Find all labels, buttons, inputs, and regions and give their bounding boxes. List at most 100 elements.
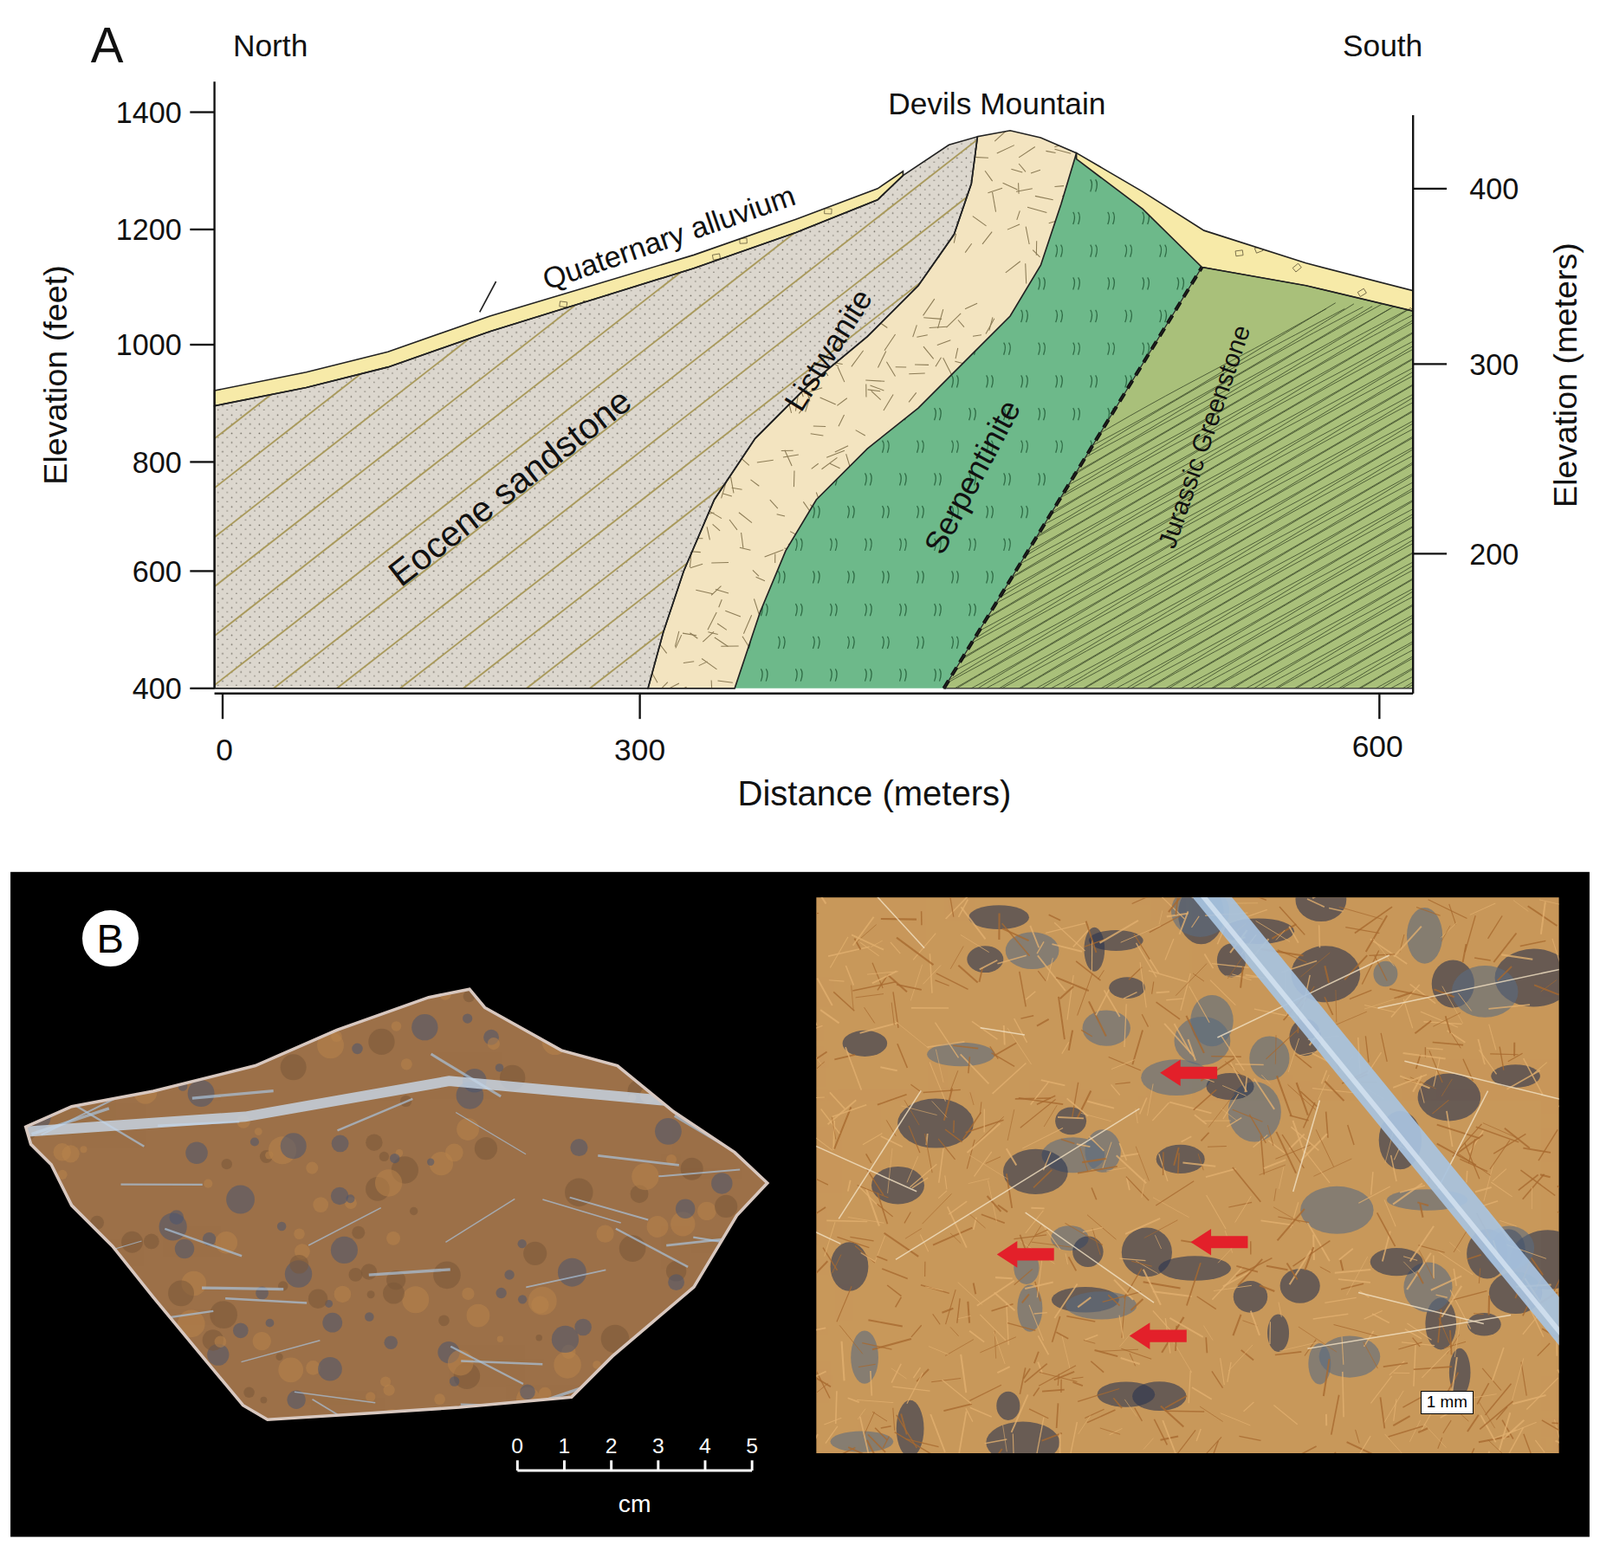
fiber [872, 1339, 912, 1350]
fiber [1111, 1060, 1135, 1070]
fabric-stroke [663, 496, 669, 510]
foliation-line [896, 303, 1600, 713]
fiber [984, 1108, 985, 1133]
texture-spot [729, 1262, 747, 1280]
fabric-stroke [710, 444, 720, 454]
serpentine-symbol [725, 147, 733, 160]
fabric-stroke [679, 515, 681, 529]
fiber [1288, 1038, 1299, 1073]
serpentine-symbol [1021, 505, 1029, 519]
fabric-stroke [1024, 263, 1027, 284]
fabric-stroke [939, 165, 958, 168]
fabric-stroke [681, 144, 692, 147]
clast [816, 244, 824, 251]
fiber [1152, 982, 1154, 995]
fiber [1440, 922, 1457, 938]
fabric-stroke [781, 450, 794, 452]
foliation-line [1255, 304, 1600, 713]
clast [480, 228, 489, 235]
texture-spot [61, 1145, 79, 1163]
fiber [931, 1379, 961, 1383]
fabric-stroke [712, 280, 715, 297]
foliation-line [970, 309, 1600, 717]
clast [1046, 149, 1056, 159]
texture-spot [684, 1334, 696, 1346]
serpentine-symbol [917, 245, 925, 258]
texture-spot [351, 1226, 365, 1240]
fabric-stroke [661, 181, 681, 187]
texture-spot [221, 1159, 233, 1170]
serpentine-symbol [1125, 310, 1133, 323]
fabric-stroke [855, 264, 871, 266]
clast [1357, 288, 1367, 297]
fabric-stroke [958, 320, 965, 328]
texture-spot [365, 1134, 383, 1152]
foliation-line [1135, 305, 1600, 713]
clast [1224, 194, 1234, 203]
fabric-stroke [699, 195, 705, 205]
cross-section [0, 119, 1600, 718]
fabric-stroke [810, 434, 824, 436]
fiber [808, 1004, 817, 1026]
serpentine-symbol [847, 570, 855, 583]
fabric-stroke [859, 276, 876, 284]
texture-spot [27, 1231, 56, 1260]
clast [1032, 227, 1042, 235]
fiber [995, 1277, 1013, 1279]
fabric-stroke [752, 570, 759, 577]
serpentine-symbol [1073, 212, 1081, 225]
rock-edge [25, 989, 768, 1420]
fiber [1225, 976, 1264, 979]
serpentine-symbol [986, 179, 994, 192]
clast [473, 209, 483, 218]
foliation-line [814, 303, 1529, 712]
serpentine-symbol [1107, 277, 1115, 290]
texture-spot [214, 1401, 240, 1426]
fabric-stroke [655, 293, 674, 301]
foliation-line [850, 304, 1565, 715]
serpentine-symbol [812, 440, 820, 454]
fiber [1102, 1142, 1112, 1169]
fiber [1518, 1174, 1539, 1191]
fiber [1029, 926, 1039, 948]
fiber [1022, 1294, 1030, 1303]
fiber [1081, 1159, 1107, 1163]
foliation-line [924, 306, 1600, 714]
fabric-stroke [938, 187, 957, 190]
clast [1220, 217, 1228, 223]
texture-spot [142, 1055, 169, 1083]
texture-spot [497, 1336, 504, 1343]
fiber [1185, 1016, 1204, 1054]
texture-spot [760, 1307, 773, 1320]
fiber [1541, 1420, 1568, 1436]
fabric-stroke [807, 154, 811, 169]
fabric-stroke [729, 519, 738, 531]
texture-spot [664, 1081, 675, 1092]
dark-grain [897, 1099, 974, 1149]
fiber [1334, 1452, 1340, 1464]
texture-spot [601, 1325, 630, 1354]
clast [1243, 150, 1253, 160]
art-part [224, 119, 1416, 323]
vein [450, 1347, 524, 1385]
fiber [1347, 1442, 1387, 1461]
fiber [1087, 1101, 1115, 1109]
fiber [1431, 1276, 1462, 1290]
clast [447, 181, 456, 189]
fabric-stroke [884, 119, 897, 134]
fabric-stroke [685, 427, 694, 446]
fiber [1043, 1105, 1057, 1128]
fiber [798, 1062, 825, 1086]
fiber [1499, 1047, 1504, 1071]
fabric-stroke [693, 124, 696, 134]
fabric-stroke [730, 269, 739, 273]
fiber [991, 1304, 1014, 1312]
fabric-stroke [692, 373, 707, 380]
vein [241, 1340, 321, 1363]
fabric-stroke [784, 450, 792, 467]
serpentine-symbol [1159, 310, 1167, 323]
serpentine-symbol [743, 570, 751, 583]
clast [990, 316, 998, 323]
serpentine-symbol [743, 375, 751, 388]
serpentine-symbol [934, 472, 942, 486]
